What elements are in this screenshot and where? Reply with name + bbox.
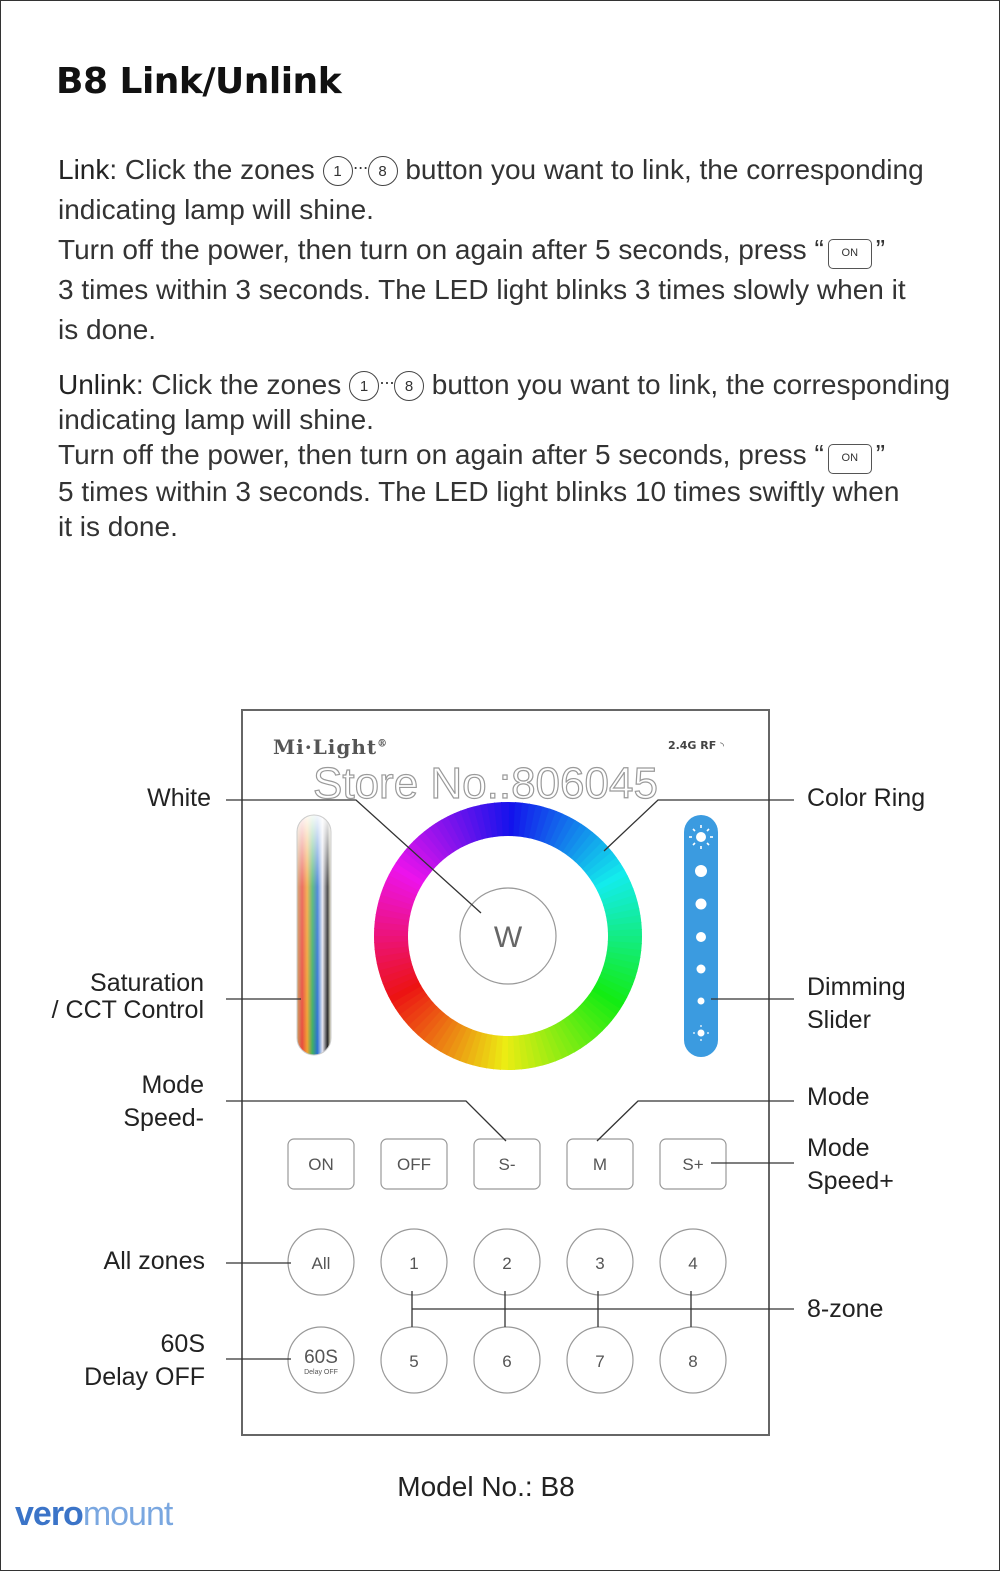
white-button-label: W [494, 921, 523, 954]
zone-8-label: 8 [688, 1352, 697, 1371]
zone-1-button[interactable] [380, 1228, 448, 1296]
link-label: Link [58, 154, 110, 185]
zone-7-label: 7 [595, 1352, 604, 1371]
brightness-low-icon [693, 1025, 709, 1041]
zone-5-button[interactable] [380, 1326, 448, 1394]
zone-1-icon: 1 [322, 156, 353, 186]
speed-up-label: S+ [682, 1155, 703, 1174]
all-zones-button[interactable] [287, 1228, 355, 1296]
saturation-cct-slider[interactable] [296, 814, 332, 1056]
callout-8-zone: 8-zone [807, 1295, 884, 1323]
callout-delay-off: 60S Delay OFF [84, 1330, 205, 1391]
speed-down-button[interactable] [473, 1138, 541, 1190]
zone-3-label: 3 [595, 1254, 604, 1273]
all-label: All [312, 1254, 331, 1273]
brightness-high-icon [689, 825, 713, 849]
white-button[interactable] [459, 887, 557, 985]
dimming-slider[interactable] [684, 815, 718, 1057]
off-button-label: OFF [397, 1155, 431, 1174]
zone-8-icon: 8 [394, 371, 424, 401]
zone-5-label: 5 [409, 1352, 418, 1371]
callout-dimming: Dimming Slider [807, 973, 906, 1034]
zone-2-button[interactable] [473, 1228, 541, 1296]
model-number: Model No.: B8 [397, 1471, 575, 1502]
zone-8-icon: 8 [367, 156, 398, 186]
mode-button[interactable] [566, 1138, 634, 1190]
callout-saturation: Saturation / CCT Control [51, 969, 204, 1024]
on-button-label: ON [308, 1155, 334, 1174]
callout-white: White [147, 784, 211, 812]
callout-all-zones: All zones [103, 1247, 205, 1275]
brand-logo: Mi·Light® [273, 735, 389, 759]
zone-4-label: 4 [688, 1254, 697, 1273]
page-title: B8 Link/Unlink [56, 61, 342, 102]
signal-icon: ◝ [720, 741, 724, 752]
on-button[interactable] [287, 1138, 355, 1190]
delay-label: 60S [304, 1347, 338, 1368]
callout-mode-speed-plus: Mode Speed+ [807, 1134, 894, 1195]
zone-2-label: 2 [502, 1254, 511, 1273]
callout-color-ring: Color Ring [807, 784, 926, 812]
link-instructions: Link: Click the zones 1···8 button you w… [58, 154, 924, 345]
mode-label: M [593, 1155, 607, 1174]
on-key-icon: ON [827, 239, 872, 269]
callout-mode: Mode [807, 1083, 870, 1111]
on-key-icon: ON [827, 444, 872, 474]
zone-3-button[interactable] [566, 1228, 634, 1296]
zone-7-button[interactable] [566, 1326, 634, 1394]
off-button[interactable] [380, 1138, 448, 1190]
zone-6-button[interactable] [473, 1326, 541, 1394]
remote-panel: Mi·Light® 2.4G RF ◝ Store No.:806045 [241, 709, 770, 1436]
callout-mode-speed-minus: Mode Speed- [123, 1071, 204, 1132]
veromount-logo: veromount [15, 1495, 173, 1533]
speed-down-label: S- [499, 1155, 516, 1174]
zone-1-icon: 1 [349, 371, 380, 401]
speed-up-button[interactable] [659, 1138, 727, 1190]
delay-small-label: Delay OFF [304, 1369, 338, 1376]
zone-4-button[interactable] [659, 1228, 727, 1296]
rf-label: 2.4G RF ◝ [667, 739, 724, 752]
zone-6-label: 6 [502, 1352, 511, 1371]
color-ring[interactable] [374, 802, 642, 1070]
zone-8-button[interactable] [659, 1326, 727, 1394]
delay-off-button[interactable] [287, 1326, 355, 1394]
panel-graphics: W [287, 802, 727, 1394]
zone-1-label: 1 [409, 1254, 418, 1273]
unlink-instructions: Unlink: Click the zones 1···8 button you… [58, 369, 951, 542]
watermark: Store No.:806045 [312, 758, 658, 808]
unlink-label: Unlink [58, 369, 136, 400]
